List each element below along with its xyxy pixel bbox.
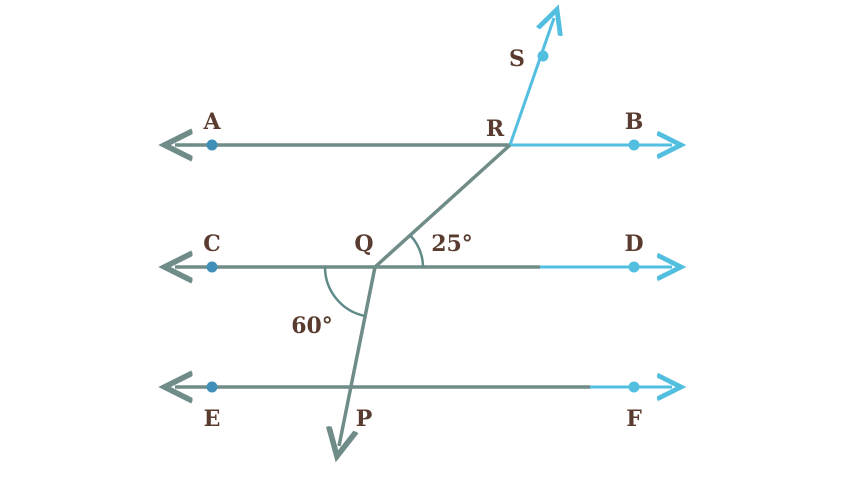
segment-qr (373, 143, 512, 269)
label-angle-25: 25° (431, 231, 473, 257)
angle-arc-60 (323, 266, 366, 318)
label-q: Q (354, 231, 373, 257)
label-b: B (625, 109, 644, 135)
dot-f (628, 381, 640, 393)
dot-d (628, 261, 640, 273)
label-a: A (202, 109, 221, 135)
label-r: R (486, 116, 505, 142)
dot-a (206, 139, 218, 151)
ray-qp (339, 266, 377, 446)
label-d: D (624, 231, 643, 257)
label-p: P (356, 406, 373, 432)
label-f: F (626, 406, 642, 432)
dot-c (206, 261, 218, 273)
label-e: E (204, 406, 221, 432)
point-dots (206, 50, 640, 393)
label-c: C (203, 231, 221, 257)
label-angle-60: 60° (291, 313, 333, 339)
dot-e (206, 381, 218, 393)
dot-s (537, 50, 549, 62)
ray-rs (508, 18, 554, 146)
dot-b (628, 139, 640, 151)
angle-arc-25 (409, 234, 425, 268)
label-s: S (509, 46, 525, 72)
